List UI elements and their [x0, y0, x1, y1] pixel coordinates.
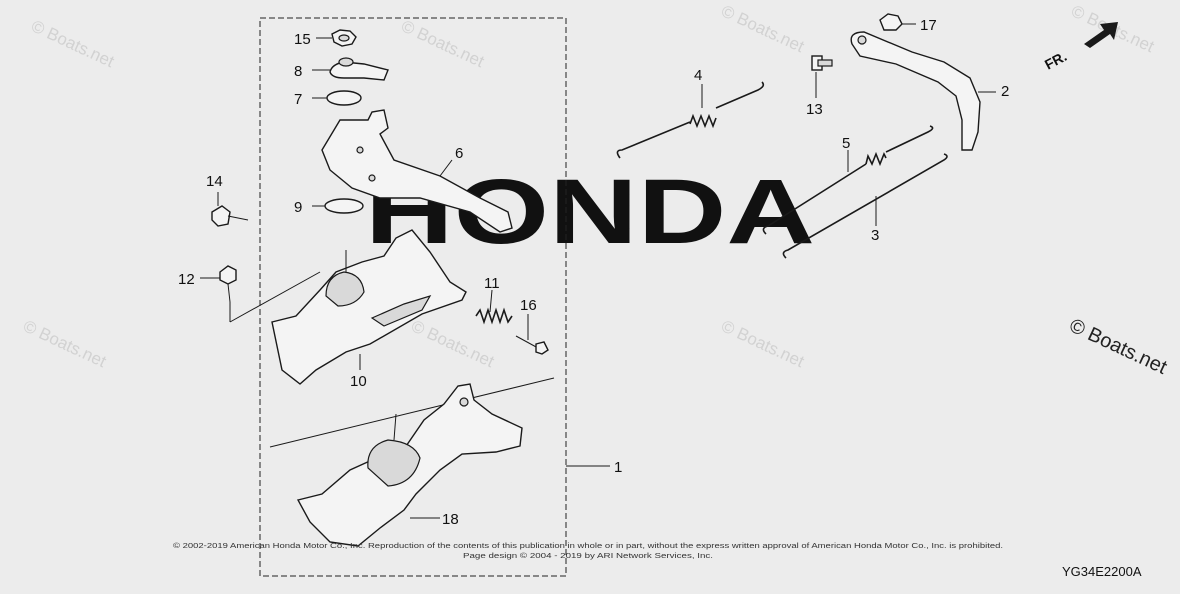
- callout-17: 17: [920, 17, 937, 34]
- assembly-box: [259, 17, 567, 577]
- part-10-bracket: [271, 229, 467, 385]
- watermark-large: © Boats.net: [1066, 315, 1171, 379]
- watermark-5: © Boats.net: [20, 316, 109, 371]
- part-12-bolt: [219, 265, 237, 303]
- callout-8: 8: [294, 63, 302, 80]
- part-8-lever: [329, 57, 389, 81]
- callout-11: 11: [484, 275, 500, 292]
- part-13-clip: [811, 55, 833, 71]
- callout-16: 16: [520, 297, 537, 314]
- watermark-7: © Boats.net: [718, 316, 807, 371]
- part-14-bolt: [211, 205, 249, 227]
- part-17-nut: [879, 13, 903, 31]
- callout-14: 14: [206, 173, 223, 190]
- callout-10: 10: [350, 373, 367, 390]
- part-5-rod: [762, 125, 934, 235]
- part-9-washer: [324, 198, 364, 214]
- diagram-code: YG34E2200A: [1062, 564, 1142, 579]
- callout-4: 4: [694, 67, 702, 84]
- callout-5: 5: [842, 135, 850, 152]
- callout-1: 1: [614, 459, 622, 476]
- part-16-bolt: [515, 335, 549, 355]
- divider-line: [269, 377, 555, 448]
- callout-18: 18: [442, 511, 459, 528]
- callout-13: 13: [806, 101, 823, 118]
- part-15-nut: [331, 29, 357, 47]
- callout-2: 2: [1001, 83, 1009, 100]
- watermark-6: © Boats.net: [408, 316, 497, 371]
- callout-labels: 1 2 3 4 5 6 7 8 9 10 11 12 13 14 15 16 1…: [178, 17, 1009, 528]
- callout-9: 9: [294, 199, 302, 216]
- callout-3: 3: [871, 227, 879, 244]
- part-3-rod: [782, 153, 948, 259]
- part-4-rod: [616, 81, 765, 159]
- watermark-2: © Boats.net: [398, 16, 487, 71]
- callout-7: 7: [294, 91, 302, 108]
- watermark-3: © Boats.net: [718, 1, 807, 56]
- part-2-lever-arm: [850, 31, 981, 151]
- copyright-line-2: Page design © 2004 - 2019 by ARI Network…: [463, 552, 713, 560]
- watermark-1: © Boats.net: [28, 16, 117, 71]
- front-direction-arrow: FR.: [1042, 22, 1118, 73]
- part-6-control-lever: [321, 109, 513, 233]
- callout-15: 15: [294, 31, 311, 48]
- part-7-washer: [326, 90, 362, 106]
- callout-12: 12: [178, 271, 195, 288]
- front-direction-label: FR.: [1042, 48, 1069, 73]
- copyright-line-1: © 2002-2019 American Honda Motor Co., In…: [173, 542, 1003, 550]
- callout-6: 6: [455, 145, 463, 162]
- part-11-spring: [475, 307, 513, 325]
- part-18-base-assembly: [296, 383, 523, 547]
- leader-lines: [200, 23, 996, 519]
